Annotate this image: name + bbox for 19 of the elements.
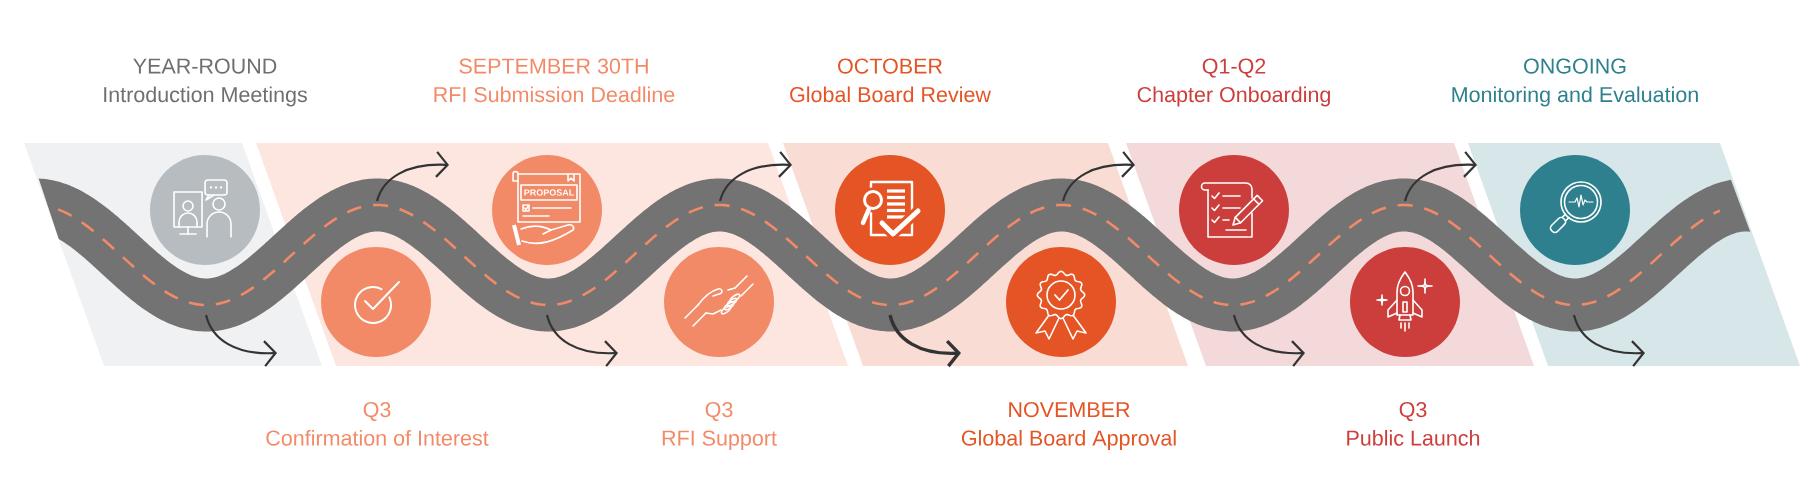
date-label: YEAR-ROUND <box>133 58 277 74</box>
icon-text: PROPOSAL <box>524 189 574 196</box>
milestone-title: Chapter Onboarding <box>1137 86 1330 107</box>
date-label: Q3 <box>1399 402 1427 422</box>
milestone-title: Public Launch <box>1347 429 1480 446</box>
date-label: OCTOBER <box>838 58 942 74</box>
milestone-title: Global Board Review <box>790 86 991 103</box>
date-label: Q1-Q2 <box>1202 58 1266 78</box>
milestone-title: RFI Support <box>662 430 777 450</box>
milestone-title: RFI Submission Deadline <box>434 86 675 103</box>
date-label: SEPTEMBER 30TH <box>459 58 648 74</box>
date-label: ONGOING <box>1524 58 1626 74</box>
date-label: Q3 <box>705 402 733 422</box>
milestone-title: Introduction Meetings <box>104 86 307 107</box>
date-label: NOVEMBER <box>1009 402 1130 418</box>
milestone-title: Monitoring and Evaluation <box>1452 86 1698 107</box>
date-label: Q3 <box>363 402 391 422</box>
milestone-title: Global Board Approval <box>961 429 1176 450</box>
milestone-title: Confirmation of Interest <box>266 429 489 446</box>
